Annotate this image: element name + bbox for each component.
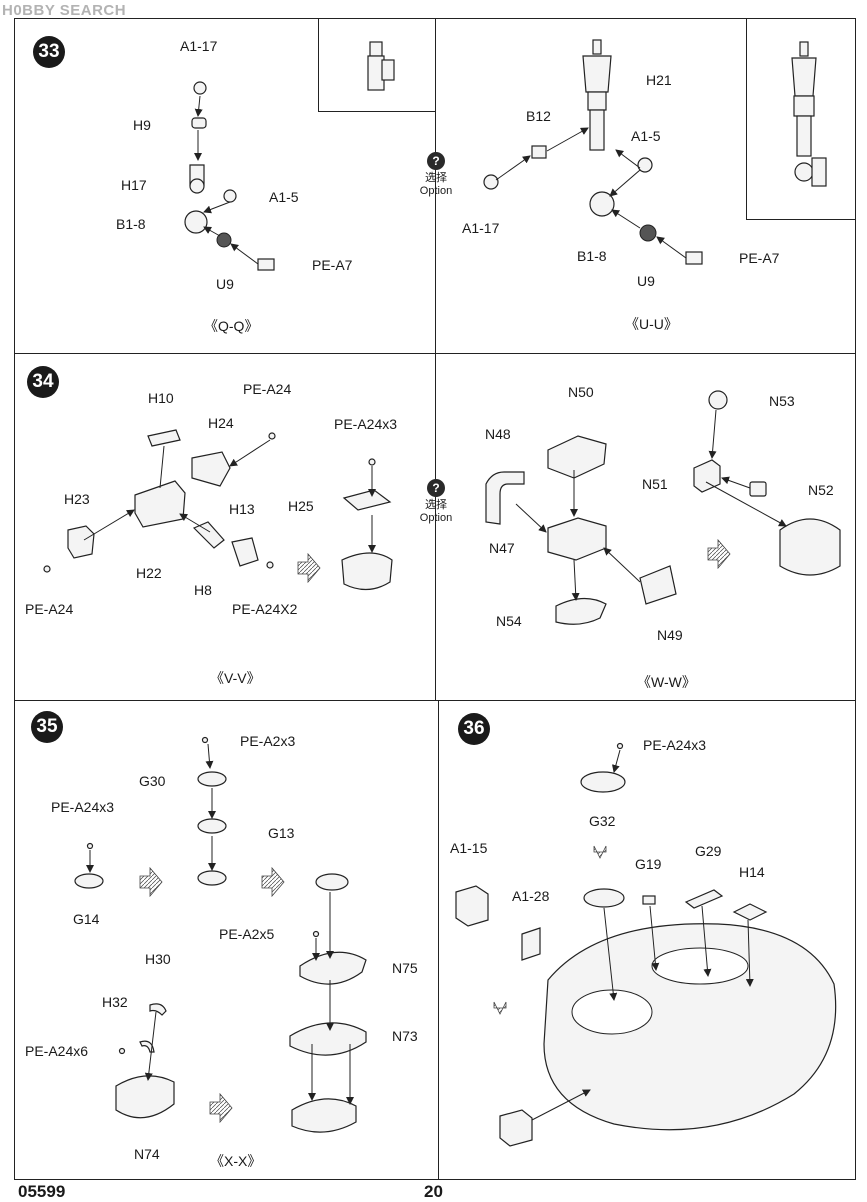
part-label: PE-A24X2 [232,601,298,617]
step-number-36: 36 [458,713,490,745]
option-label-cn: 选择 [425,499,447,511]
part-label: B1-8 [577,248,607,264]
view-label-q-q: 《Q-Q》 [204,318,259,334]
part-label: A1-15 [450,840,488,856]
part-label: N51 [642,476,668,492]
view-label-v-v: 《V-V》 [210,670,261,686]
step34-right-parts [485,390,841,625]
part-label: N50 [568,384,594,400]
option-label-cn: 选择 [425,172,447,184]
part-label: H24 [208,415,234,431]
part-label: H21 [646,72,672,88]
part-label: U9 [216,276,234,292]
step36-parts [455,742,837,1147]
part-label: N52 [808,482,834,498]
part-label: H30 [145,951,171,967]
part-label: PE-A2x3 [240,733,296,749]
option-label-en: Option [419,185,453,197]
part-label: PE-A2x5 [219,926,275,942]
view-label-x-x: 《X-X》 [210,1153,262,1169]
hobby-search-watermark: H0BBY SEARCH [2,2,127,19]
part-label: PE-A7 [312,257,353,273]
part-label: G32 [589,813,616,829]
part-label: H8 [194,582,212,598]
part-label: H25 [288,498,314,514]
part-label: H32 [102,994,128,1010]
part-label: A1-5 [631,128,661,144]
view-label-u-u: 《U-U》 [625,316,678,332]
part-label: A1-17 [180,38,218,54]
part-label: PE-A24x3 [643,737,707,753]
part-label: U9 [637,273,655,289]
question-icon: ? [427,152,445,170]
part-label: B1-8 [116,216,146,232]
step33-left-parts [184,41,395,271]
part-label: PE-A7 [739,250,780,266]
part-label: N53 [769,393,795,409]
view-label-w-w: 《W-W》 [637,674,696,690]
part-label: N48 [485,426,511,442]
part-label: A1-17 [462,220,500,236]
part-label: A1-5 [269,189,299,205]
divider-col-bottom [438,700,439,1180]
part-label: N47 [489,540,515,556]
product-code: 05599 [18,1182,66,1201]
part-label: N74 [134,1146,160,1162]
step34-left-parts [43,429,393,591]
divider-col-top [435,18,436,700]
part-label: B12 [526,108,551,124]
part-label: N73 [392,1028,418,1044]
part-label: N75 [392,960,418,976]
part-label: G29 [695,843,722,859]
part-label: H17 [121,177,147,193]
part-label: H22 [136,565,162,581]
divider-row-2 [14,700,856,701]
part-label: H10 [148,390,174,406]
part-label: PE-A24x3 [334,416,398,432]
option-label-en: Option [419,512,453,524]
question-icon: ? [427,479,445,497]
part-label: N49 [657,627,683,643]
option-badge-step33: ? 选择 Option [414,152,458,198]
part-label: PE-A24 [243,381,292,397]
part-label: N54 [496,613,522,629]
part-label: H23 [64,491,90,507]
part-label: A1-28 [512,888,550,904]
page-number: 20 [424,1182,443,1201]
part-label: PE-A24x6 [25,1043,89,1059]
part-label: PE-A24 [25,601,74,617]
part-label: G14 [73,911,100,927]
step-number-33: 33 [33,36,65,68]
part-label: G30 [139,773,166,789]
part-label: H14 [739,864,765,880]
part-label: G13 [268,825,295,841]
part-label: H13 [229,501,255,517]
part-label: G19 [635,856,662,872]
step-number-35: 35 [31,711,63,743]
option-badge-step34: ? 选择 Option [414,479,458,525]
step33-right-parts [483,39,827,265]
step-number-34: 34 [27,366,59,398]
part-label: PE-A24x3 [51,799,115,815]
part-label: H9 [133,117,151,133]
step35-parts [74,736,367,1133]
